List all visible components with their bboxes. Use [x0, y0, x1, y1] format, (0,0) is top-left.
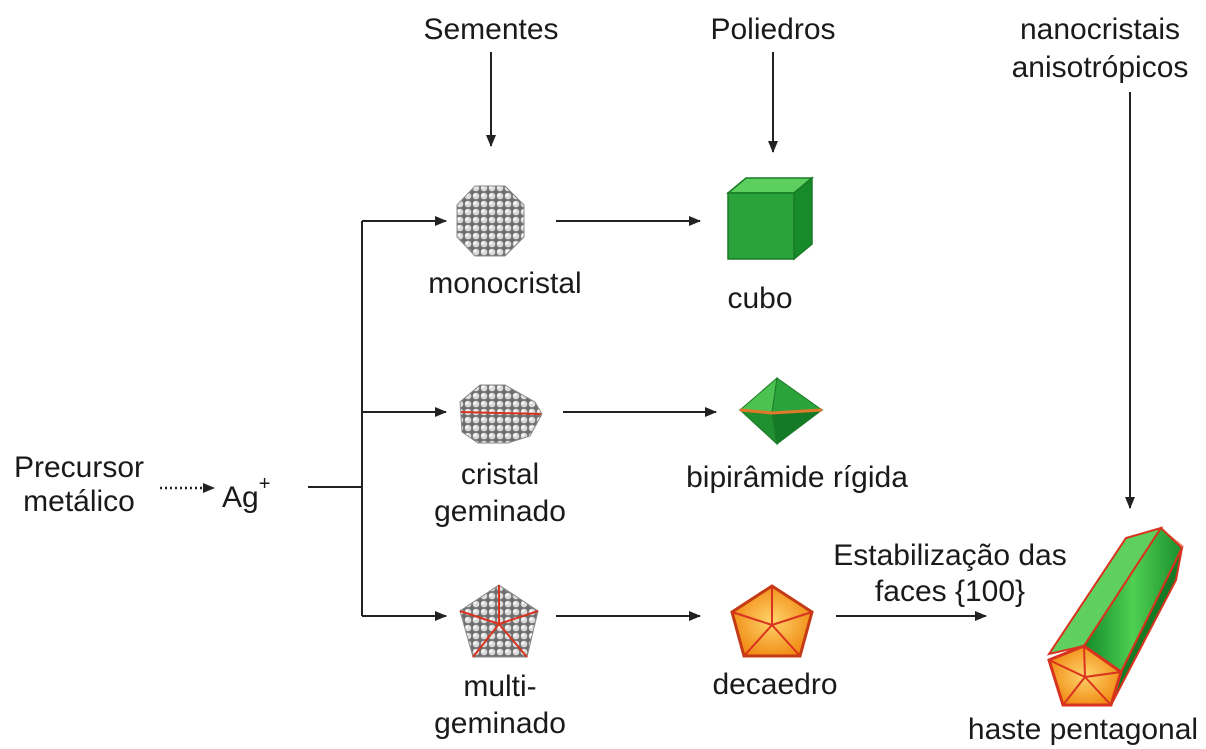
label-pentagonal-rod: haste pentagonal [967, 713, 1199, 746]
label-twinned-line1: cristal [460, 458, 540, 491]
label-twinned-line2: geminado [434, 495, 566, 528]
single-crystal-seed [456, 185, 525, 257]
precursor-line2: metálico [23, 485, 135, 518]
header-polyhedra: Poliedros [710, 13, 836, 46]
pentagonal-rod-shape [1046, 526, 1184, 707]
bipyramid-shape [738, 376, 824, 446]
precursor-line1: Precursor [13, 451, 145, 484]
ion-charge: + [258, 473, 271, 495]
label-bipyramid: bipirâmide rígida [686, 461, 908, 494]
header-anisotropic-line1: nanocristais [1019, 13, 1181, 46]
silver-ion-label: Ag+ [222, 472, 306, 516]
ion-symbol: Ag [222, 481, 259, 514]
header-anisotropic-line2: anisotrópicos [1011, 51, 1189, 84]
twinned-seed [459, 384, 543, 444]
label-stabilization-line2: faces {100} [874, 575, 1026, 608]
label-multi-twinned-line2: geminado [434, 707, 566, 740]
decahedron-shape [730, 584, 814, 658]
label-decahedron: decaedro [712, 668, 838, 701]
label-stabilization-line1: Estabilização das [833, 539, 1067, 572]
header-seeds: Sementes [423, 13, 559, 46]
multi-twinned-seed [459, 584, 539, 658]
label-multi-twinned-line1: multi- [463, 670, 537, 703]
label-cube: cubo [727, 282, 793, 315]
label-single-crystal: monocristal [428, 267, 582, 300]
cube-shape [725, 176, 815, 261]
